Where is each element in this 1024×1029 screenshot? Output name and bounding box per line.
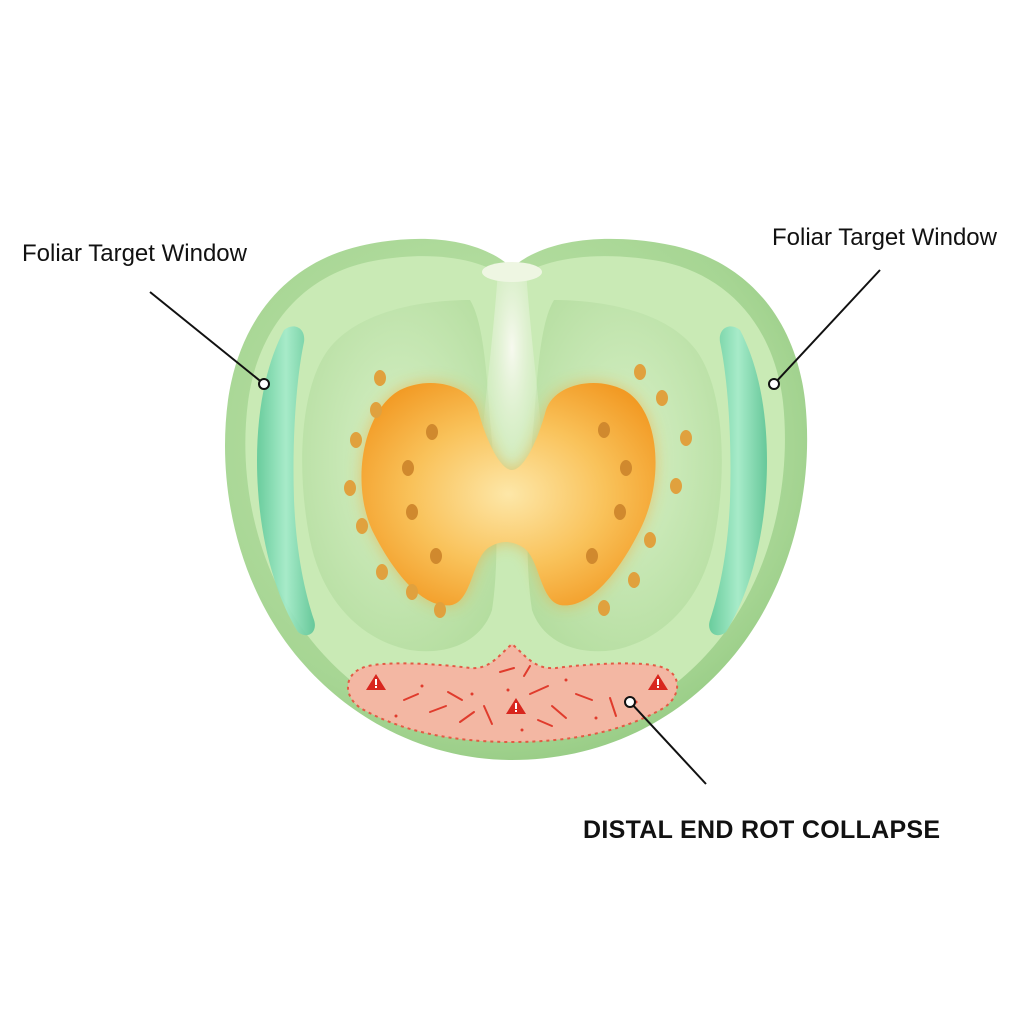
seed — [614, 504, 626, 520]
seed — [670, 478, 682, 494]
seed — [628, 572, 640, 588]
seed — [374, 370, 386, 386]
callout-bottom — [624, 696, 707, 785]
seed — [656, 390, 668, 406]
right-foliar-window — [709, 326, 767, 636]
left-foliar-window — [257, 326, 315, 636]
seed — [434, 602, 446, 618]
callout-left — [149, 291, 270, 390]
seed — [426, 424, 438, 440]
label-foliar-target-window-left: Foliar Target Window — [22, 240, 247, 267]
warning-triangle-icon — [648, 674, 668, 690]
seed — [430, 548, 442, 564]
seed — [586, 548, 598, 564]
callout-right — [768, 269, 881, 390]
warning-triangle-icon — [366, 674, 386, 690]
label-foliar-target-window-right: Foliar Target Window — [772, 224, 997, 251]
seed — [344, 480, 356, 496]
seed — [402, 460, 414, 476]
seed — [370, 402, 382, 418]
seed — [598, 422, 610, 438]
seed — [356, 518, 368, 534]
seed — [406, 504, 418, 520]
seeds — [344, 364, 692, 618]
seed — [350, 432, 362, 448]
label-distal-end-rot-collapse: DISTAL END ROT COLLAPSE — [583, 816, 941, 844]
seed — [598, 600, 610, 616]
seed — [680, 430, 692, 446]
stem-scar — [482, 262, 542, 282]
seed — [620, 460, 632, 476]
seed — [376, 564, 388, 580]
seed — [634, 364, 646, 380]
seed — [644, 532, 656, 548]
seed — [406, 584, 418, 600]
rot-lesions — [403, 665, 617, 727]
warning-triangle-icon — [506, 698, 526, 714]
